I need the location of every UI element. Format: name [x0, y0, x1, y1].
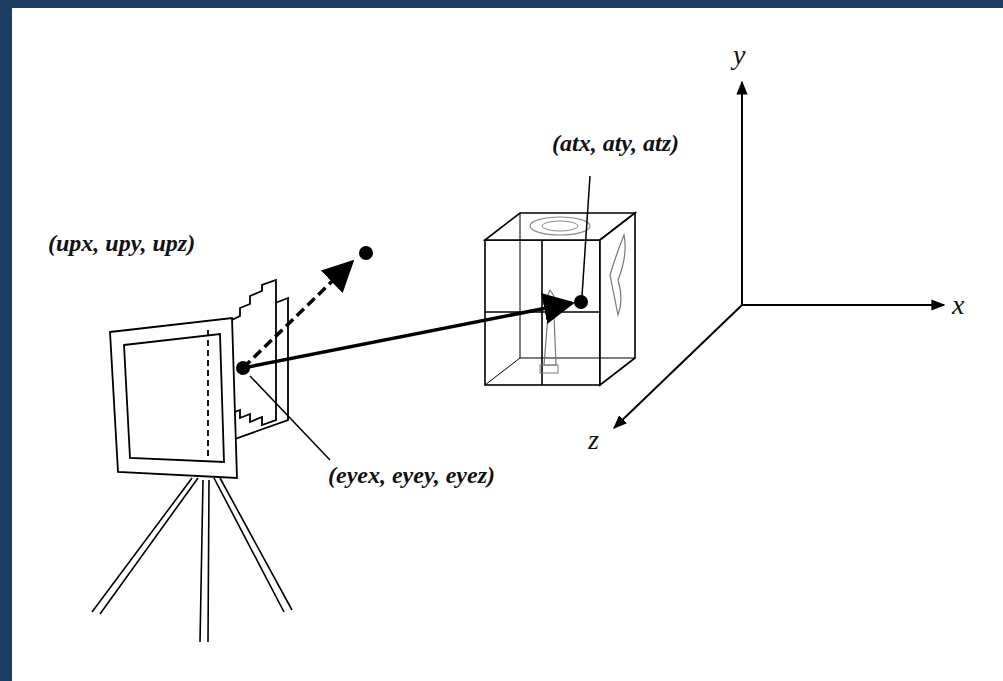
coordinate-label: (eyex, eyey, eyez)	[328, 462, 495, 488]
up-point	[359, 246, 373, 260]
axis-label: z	[588, 425, 599, 456]
leader-line	[250, 376, 330, 460]
cube	[485, 213, 635, 385]
tripod	[92, 478, 292, 642]
view-direction-arrow	[243, 303, 572, 368]
leader-line	[582, 176, 590, 296]
coordinate-label: (atx, aty, atz)	[552, 130, 679, 156]
axis-label: y	[733, 40, 745, 71]
axis-label: x	[952, 290, 964, 321]
coordinate-label: (upx, upy, upz)	[48, 230, 195, 256]
up-vector-arrow	[243, 262, 352, 368]
at-point	[574, 295, 588, 309]
x-axis	[742, 304, 944, 306]
eye-point	[236, 361, 250, 375]
camera	[110, 280, 288, 478]
y-axis	[741, 82, 743, 305]
